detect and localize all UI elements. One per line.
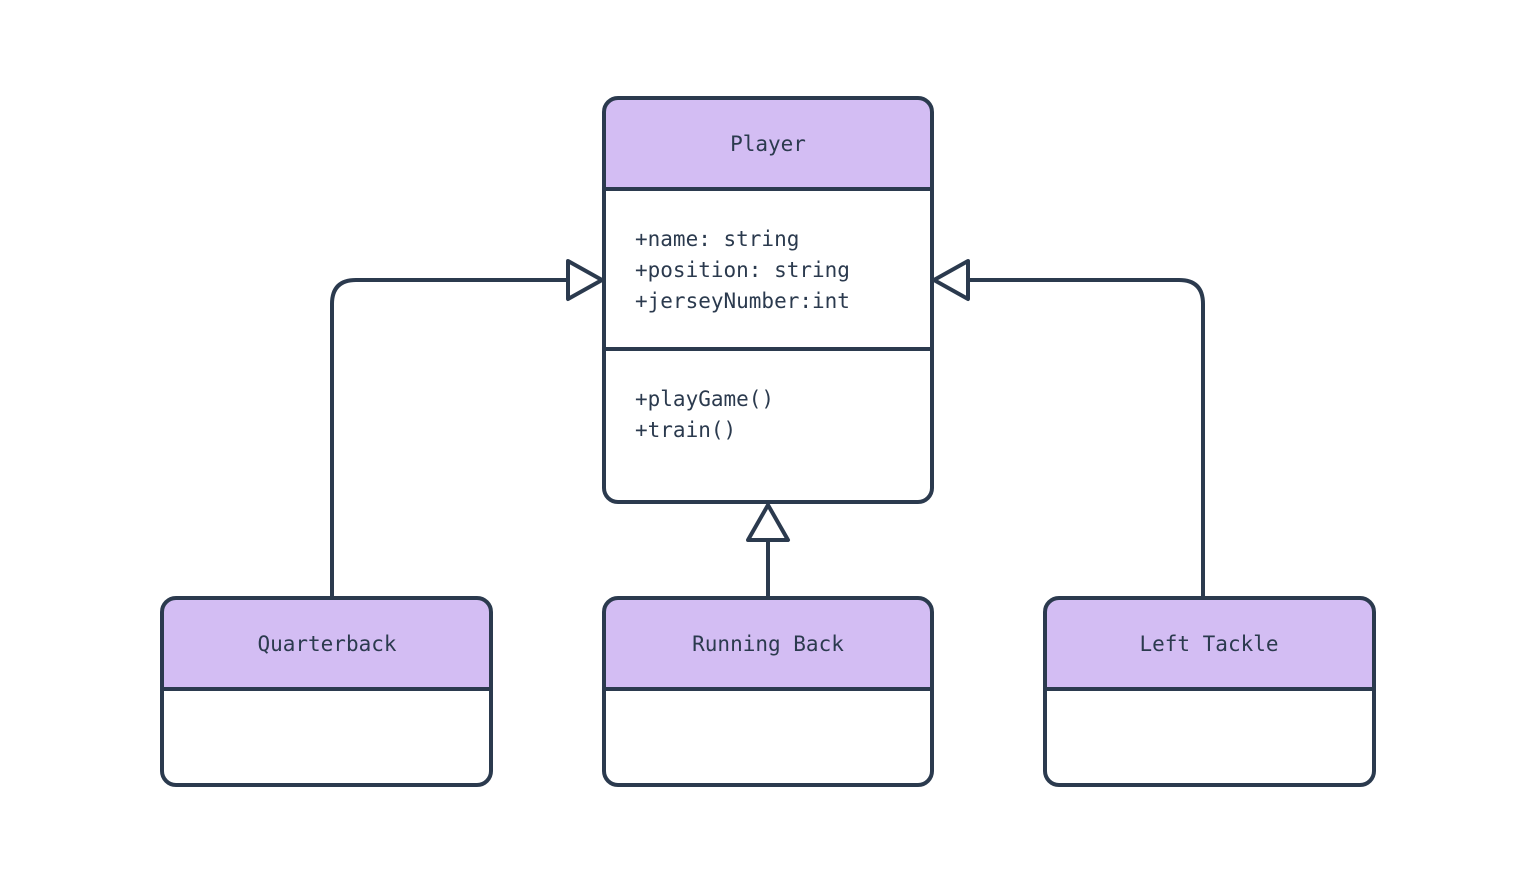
class-quarterback[interactable]: Quarterback (160, 596, 493, 787)
method: +playGame() (635, 387, 774, 411)
inheritance-edge-left-tackle (968, 278, 1205, 598)
inheritance-arrowhead-bottom (746, 503, 790, 542)
class-name: Running Back (692, 632, 844, 656)
class-running-back[interactable]: Running Back (602, 596, 934, 787)
inheritance-arrowhead-left (566, 259, 604, 301)
class-name: Left Tackle (1139, 632, 1278, 656)
attribute: +jerseyNumber:int (635, 289, 850, 313)
inheritance-arrowhead-right (932, 259, 970, 301)
class-name: Quarterback (257, 632, 396, 656)
class-player[interactable]: Player +name: string +position: string +… (602, 96, 934, 504)
attribute: +position: string (635, 258, 850, 282)
class-left-tackle[interactable]: Left Tackle (1043, 596, 1376, 787)
class-header (604, 98, 932, 189)
class-name: Player (730, 132, 806, 156)
inheritance-edge-quarterback (330, 278, 568, 598)
method: +train() (635, 418, 736, 442)
attribute: +name: string (635, 227, 799, 251)
